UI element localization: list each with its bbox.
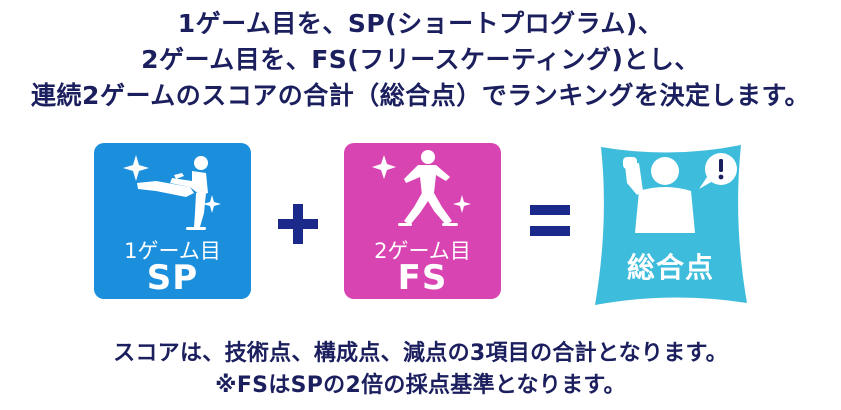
intro-line-3: 連続2ゲームのスコアの合計（総合点）でランキングを決定します。 bbox=[31, 81, 810, 110]
fs-code-label: FS bbox=[397, 258, 448, 298]
total-score-label: 総合点 bbox=[626, 251, 714, 284]
fs-card: 2ゲーム目 FS bbox=[344, 143, 501, 299]
intro-line-1: 1ゲーム目を、SP(ショートプログラム)、 bbox=[177, 9, 664, 38]
fs-game-label: 2ゲーム目 bbox=[374, 239, 471, 263]
notes-line-2: ※FSはSPの2倍の採点基準となります。 bbox=[215, 373, 626, 398]
notes-text: スコアは、技術点、構成点、減点の3項目の合計となります。 ※FSはSPの2倍の採… bbox=[0, 338, 841, 402]
intro-line-2: 2ゲーム目を、FS(フリースケーティング)とし、 bbox=[141, 45, 700, 74]
total-score-badge: 総合点 bbox=[583, 135, 758, 313]
skater-sp-icon bbox=[123, 155, 221, 230]
sp-card: 1ゲーム目 SP bbox=[94, 143, 251, 299]
equals-icon bbox=[530, 205, 570, 236]
notes-line-1: スコアは、技術点、構成点、減点の3項目の合計となります。 bbox=[113, 341, 728, 366]
champion-icon bbox=[595, 145, 747, 305]
sp-code-label: SP bbox=[146, 258, 199, 298]
sp-game-label: 1ゲーム目 bbox=[124, 239, 221, 263]
skater-fs-icon bbox=[372, 150, 471, 226]
plus-icon bbox=[278, 204, 318, 244]
intro-text: 1ゲーム目を、SP(ショートプログラム)、 2ゲーム目を、FS(フリースケーティ… bbox=[0, 6, 841, 114]
